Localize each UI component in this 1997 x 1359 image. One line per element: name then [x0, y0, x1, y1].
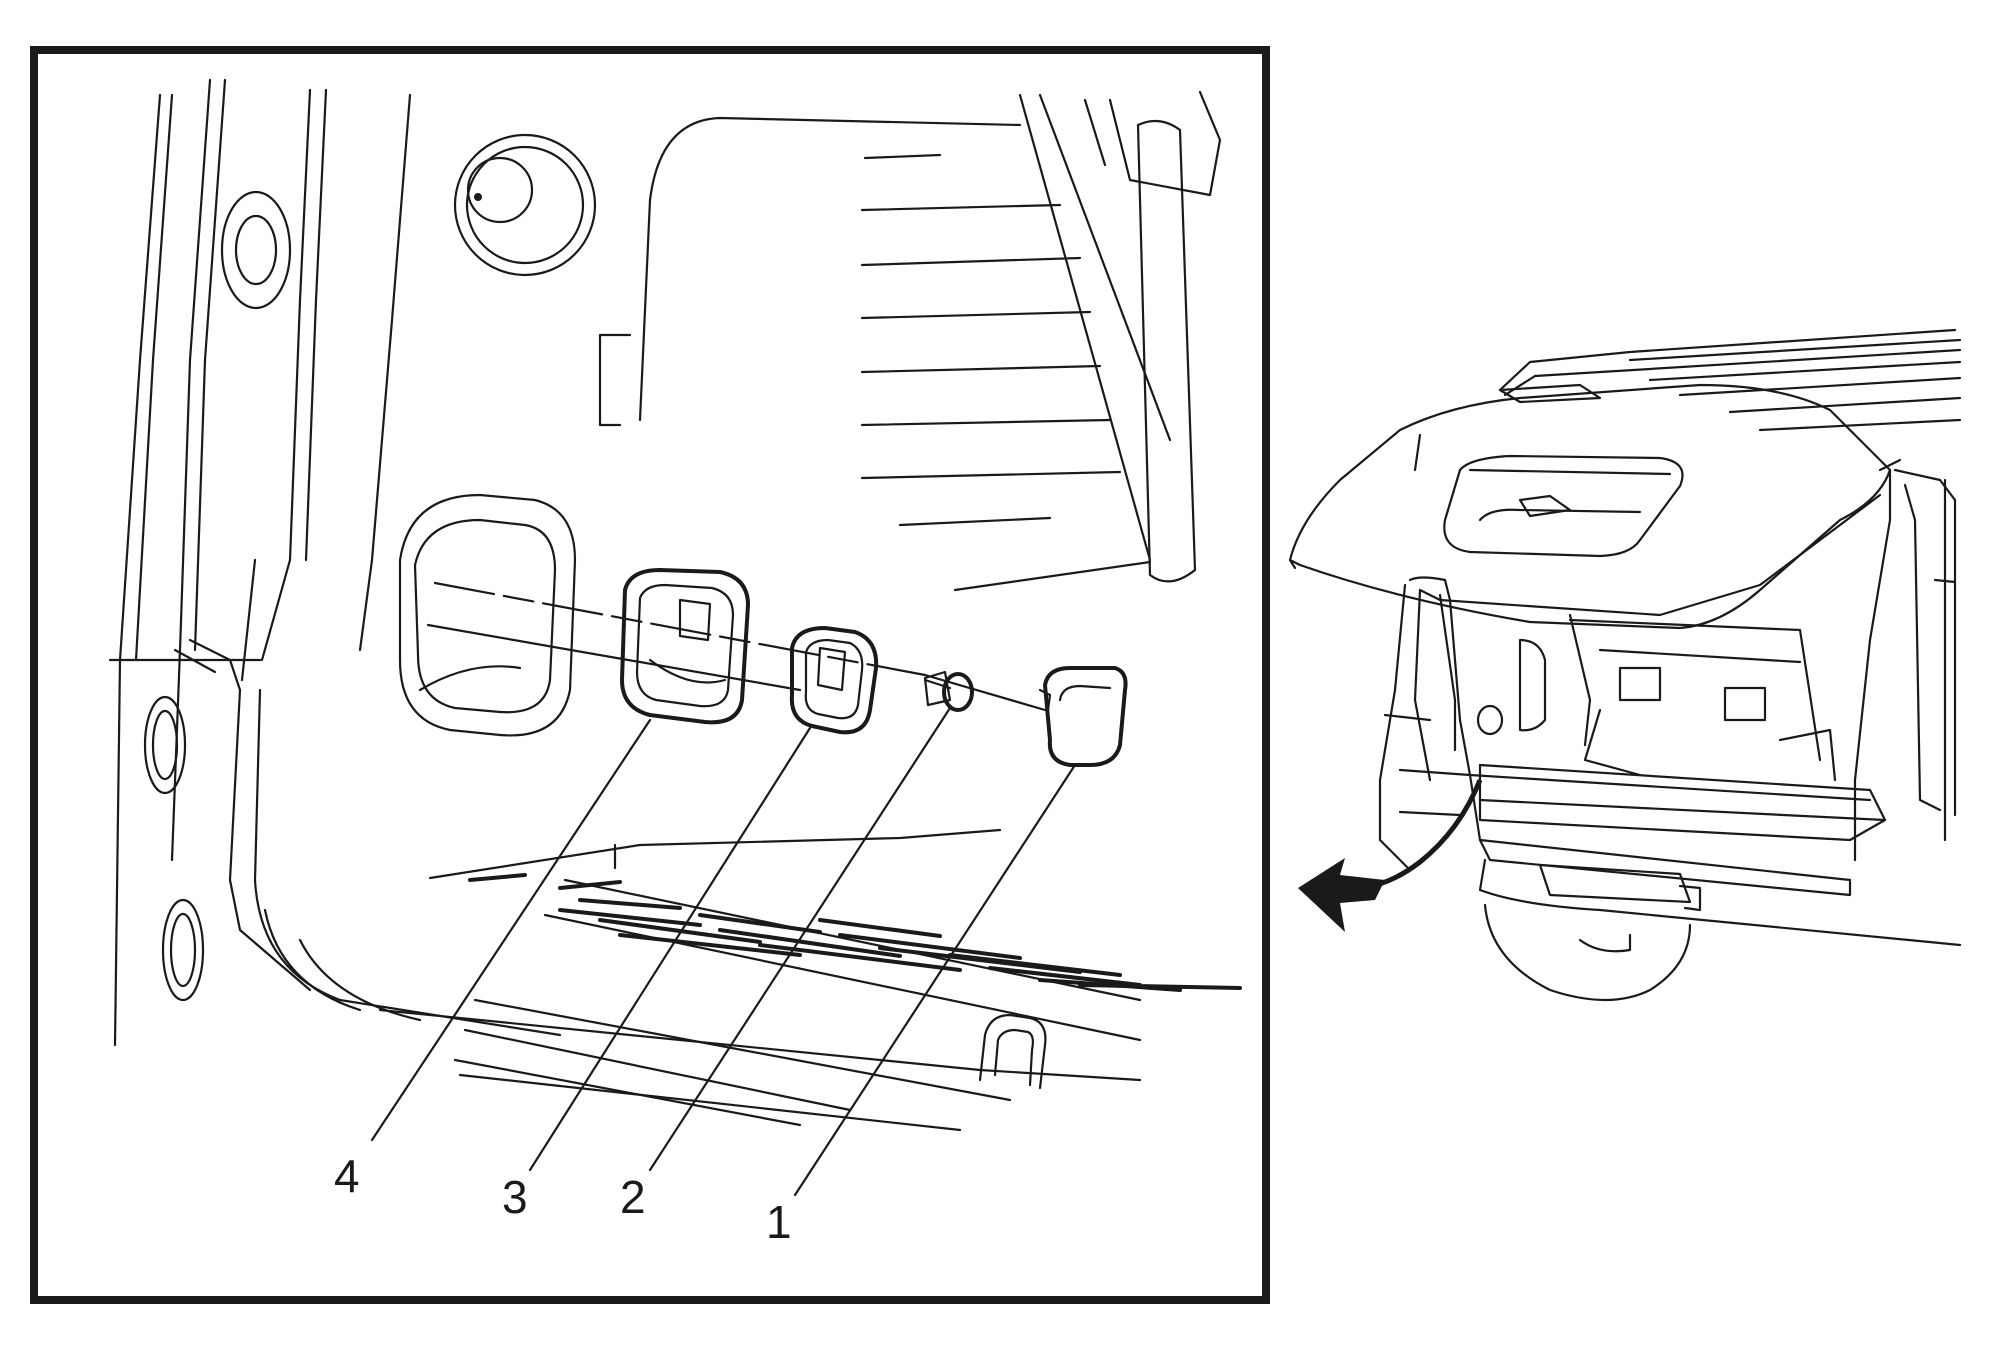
callout-1: 1 [766, 1196, 792, 1248]
callout-3: 3 [502, 1171, 528, 1223]
callout-leaders [370, 706, 1077, 1197]
callout-4: 4 [334, 1150, 360, 1202]
vehicle-overview [1288, 328, 1962, 1002]
detail-view [108, 78, 1242, 1132]
cargo-floor [428, 828, 1242, 1132]
detail-view-frame [30, 46, 1270, 1304]
callout-2: 2 [620, 1171, 646, 1223]
